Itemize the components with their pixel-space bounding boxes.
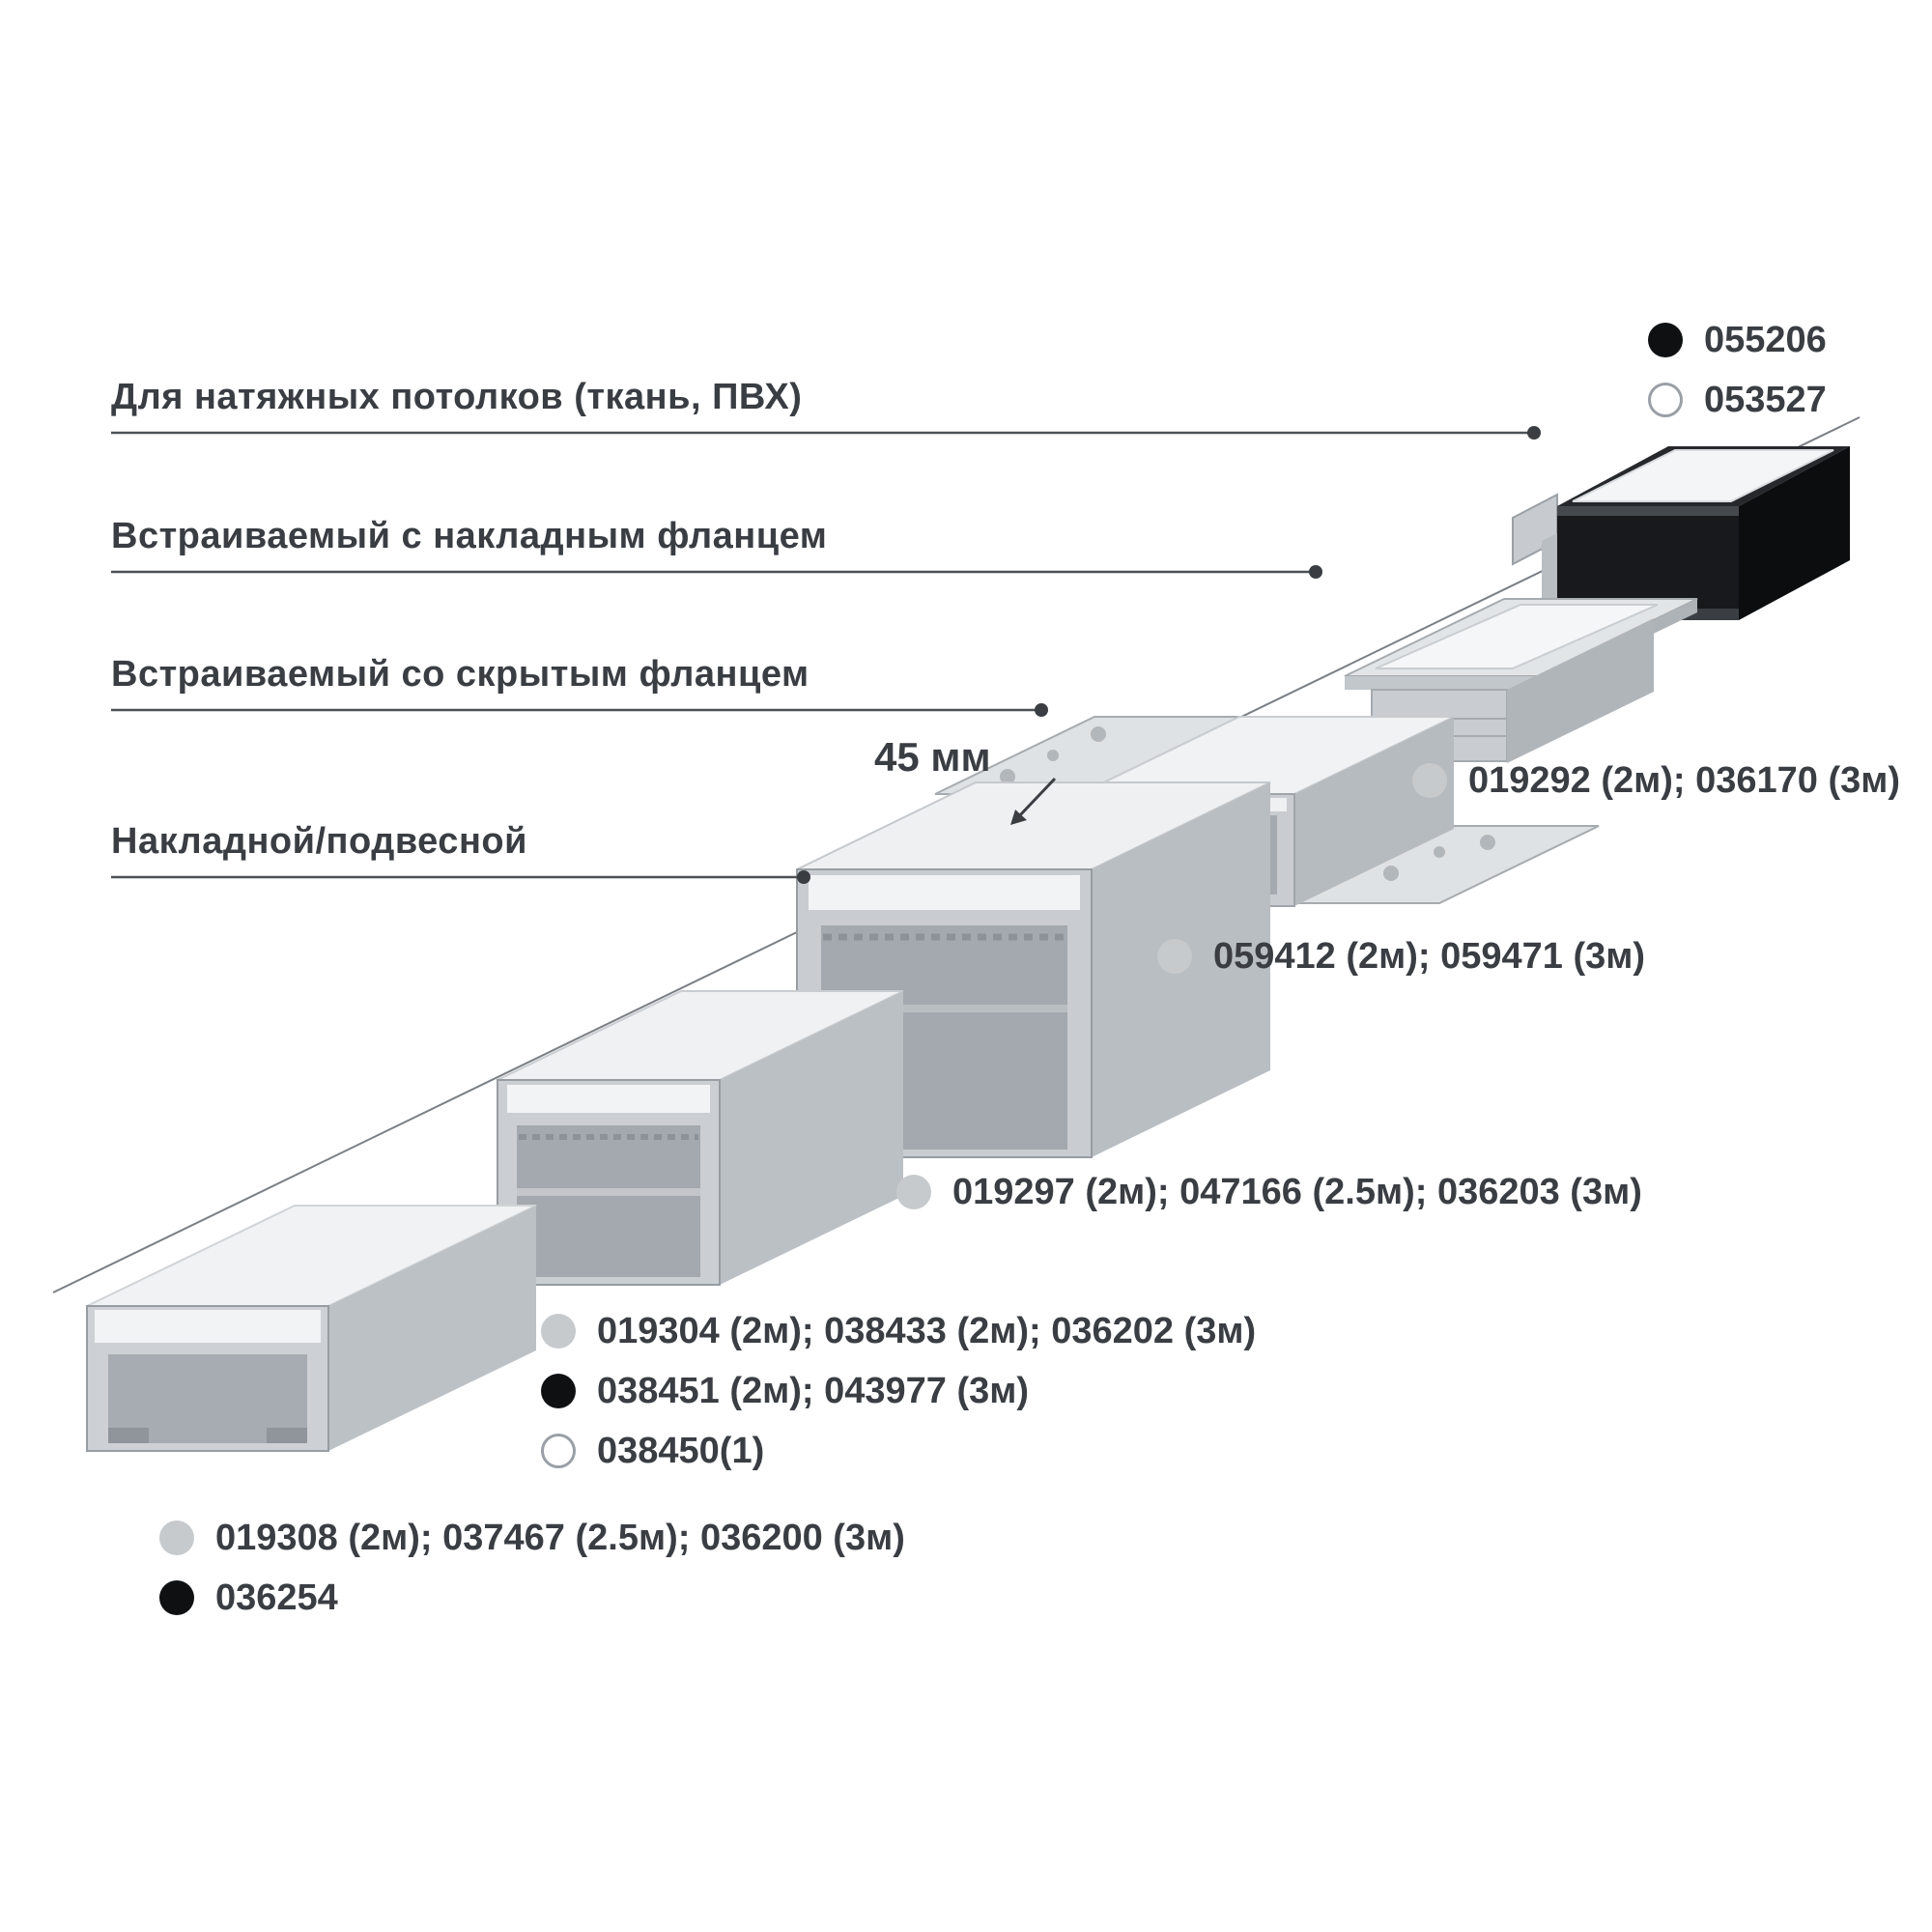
product-codes-label: 036254 bbox=[215, 1577, 338, 1618]
product-color-dot-white-icon bbox=[1648, 383, 1683, 417]
product-codes-label: 053527 bbox=[1704, 379, 1827, 420]
category-leader-lines bbox=[111, 431, 1534, 879]
legend-entry: 053527 bbox=[1648, 379, 1827, 421]
product-color-dot-gray-icon bbox=[159, 1520, 194, 1555]
product-color-dot-gray-icon bbox=[896, 1175, 931, 1209]
profile-surface-medium bbox=[497, 990, 904, 1286]
leader-end-dots bbox=[797, 426, 1541, 884]
product-color-dot-gray-icon bbox=[1412, 763, 1447, 798]
profile-recessed-surface-flange bbox=[1344, 598, 1698, 763]
product-color-dot-black-icon bbox=[159, 1580, 194, 1615]
legend-entry: 019304 (2м); 038433 (2м); 036202 (3м) bbox=[541, 1310, 1256, 1352]
product-color-dot-black-icon bbox=[1648, 323, 1683, 357]
product-codes-label: 038451 (2м); 043977 (3м) bbox=[597, 1370, 1030, 1411]
profile-surface-low bbox=[86, 1205, 537, 1452]
dimension-arrow-icon bbox=[1010, 777, 1057, 825]
product-codes-label: 019292 (2м); 036170 (3м) bbox=[1468, 759, 1901, 801]
legend-entry: 038451 (2м); 043977 (3м) bbox=[541, 1370, 1029, 1412]
product-color-dot-white-icon bbox=[541, 1434, 576, 1468]
legend-entry: 059412 (2м); 059471 (3м) bbox=[1157, 935, 1645, 978]
category-label-recessed-hidden-flange: Встраиваемый со скрытым фланцем bbox=[111, 654, 810, 695]
legend-entry: 019297 (2м); 047166 (2.5м); 036203 (3м) bbox=[896, 1171, 1642, 1213]
legend-entry: 038450(1) bbox=[541, 1430, 764, 1472]
category-label-stretch-ceilings: Для натяжных потолков (ткань, ПВХ) bbox=[111, 377, 803, 417]
product-color-dot-gray-icon bbox=[1157, 939, 1192, 974]
legend-entry: 019292 (2м); 036170 (3м) bbox=[1412, 759, 1900, 802]
product-color-dot-black-icon bbox=[541, 1374, 576, 1408]
product-codes-label: 019304 (2м); 038433 (2м); 036202 (3м) bbox=[597, 1310, 1257, 1351]
legend-entry: 019308 (2м); 037467 (2.5м); 036200 (3м) bbox=[159, 1517, 905, 1559]
category-label-recessed-surface-flange: Встраиваемый с накладным фланцем bbox=[111, 516, 828, 556]
category-label-surface-suspended: Накладной/подвесной bbox=[111, 821, 527, 862]
product-codes-label: 055206 bbox=[1704, 319, 1827, 360]
product-codes-label: 019308 (2м); 037467 (2.5м); 036200 (3м) bbox=[215, 1517, 905, 1558]
legend-entry: 055206 bbox=[1648, 319, 1827, 361]
product-codes-label: 019297 (2м); 047166 (2.5м); 036203 (3м) bbox=[952, 1171, 1642, 1212]
product-codes-label: 059412 (2м); 059471 (3м) bbox=[1213, 935, 1646, 977]
dimension-label-45mm: 45 мм bbox=[874, 734, 991, 780]
legend-entry: 036254 bbox=[159, 1577, 338, 1619]
product-color-dot-gray-icon bbox=[541, 1314, 576, 1349]
product-codes-label: 038450(1) bbox=[597, 1430, 765, 1471]
